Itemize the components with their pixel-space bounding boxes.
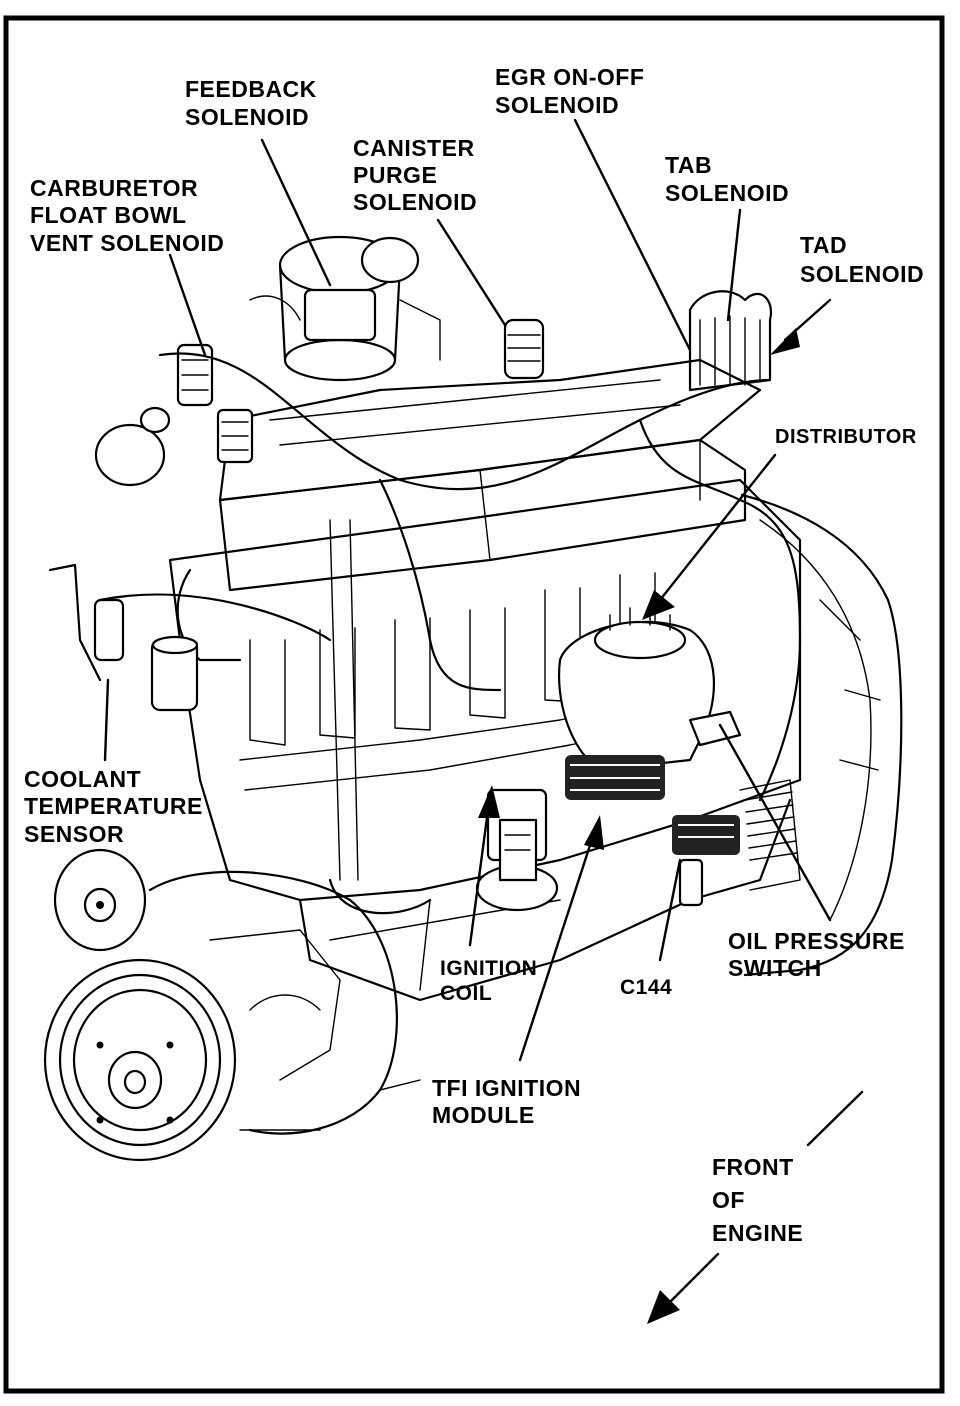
egr-solenoid-label-line2: SOLENOID <box>495 92 619 118</box>
c144-connector-part <box>672 815 740 907</box>
distributor-part <box>558 607 715 800</box>
water-pump-pulley <box>53 848 147 952</box>
distributor-arrowhead <box>642 590 675 620</box>
ignition-coil-label-line1: IGNITION <box>440 957 537 980</box>
carburetor-vent-solenoid-leader <box>168 253 207 357</box>
tab-solenoid-label-line2: SOLENOID <box>665 180 789 206</box>
label-tfi-ignition-module: TFI IGNITION MODULE <box>432 1075 581 1128</box>
coolant-sensor-label-line2: TEMPERATURE <box>24 793 203 819</box>
diagram-frame <box>3 15 945 1394</box>
label-front-of-engine: FRONT OF ENGINE <box>712 1154 803 1246</box>
coolant-sensor-label-line1: COOLANT <box>24 766 141 792</box>
oil-pressure-switch-label-line1: OIL PRESSURE <box>728 928 905 954</box>
label-distributor: DISTRIBUTOR <box>775 426 917 448</box>
engine-illustration <box>43 235 903 1162</box>
label-oil-pressure-switch: OIL PRESSURE SWITCH <box>728 928 905 981</box>
feedback-solenoid-label-line1: FEEDBACK <box>185 76 317 102</box>
ignition-coil-arrowhead <box>478 785 500 818</box>
c144-leader <box>658 858 682 962</box>
label-egr-solenoid: EGR ON-OFF SOLENOID <box>495 64 644 118</box>
ignition-coil-label-line2: COIL <box>440 982 492 1005</box>
c144-label: C144 <box>620 976 672 999</box>
feedback-solenoid-label-line2: SOLENOID <box>185 104 309 130</box>
tad-solenoid-label-line1: TAD <box>800 232 847 258</box>
egr-solenoid-label-line1: EGR ON-OFF <box>495 64 644 90</box>
label-coolant-temperature-sensor: COOLANT TEMPERATURE SENSOR <box>24 766 203 847</box>
label-c144: C144 <box>620 976 672 999</box>
tfi-module-arrowhead <box>584 815 604 850</box>
front-of-engine-label-line2: OF <box>712 1187 745 1213</box>
vent-solenoid-part <box>94 343 254 487</box>
carburetor-vent-label-line2: FLOAT BOWL <box>30 202 187 228</box>
coolant-sensor-leader <box>103 678 110 762</box>
canister-purge-label-line2: PURGE <box>353 162 437 188</box>
canister-purge-label-line1: CANISTER <box>353 135 475 161</box>
tfi-module-label-line2: MODULE <box>432 1102 535 1128</box>
distributor-label: DISTRIBUTOR <box>775 426 917 448</box>
feedback-solenoid-leader <box>260 138 332 287</box>
carburetor <box>249 235 441 382</box>
leader-lines <box>103 118 864 1324</box>
canister-purge-solenoid-leader <box>436 218 507 327</box>
label-canister-purge-solenoid: CANISTER PURGE SOLENOID <box>353 135 477 215</box>
carburetor-vent-label-line1: CARBURETOR <box>30 175 198 201</box>
front-of-engine-label-line3: ENGINE <box>712 1220 803 1246</box>
label-tab-solenoid: TAB SOLENOID <box>665 152 789 206</box>
tab-solenoid-label-line1: TAB <box>665 152 712 178</box>
oil-pressure-switch-label-line2: SWITCH <box>728 955 822 981</box>
label-tad-solenoid: TAD SOLENOID <box>800 232 924 287</box>
oil-pressure-switch-leader <box>718 723 832 922</box>
tab-solenoid-leader <box>726 208 742 322</box>
label-carburetor-vent-solenoid: CARBURETOR FLOAT BOWL VENT SOLENOID <box>30 175 224 256</box>
canister-purge-solenoid-part <box>503 318 545 380</box>
ignition-coil-leader <box>468 793 492 947</box>
front-of-engine-leader-upper <box>806 1090 864 1147</box>
label-ignition-coil: IGNITION COIL <box>440 957 537 1005</box>
tfi-module-label-line1: TFI IGNITION <box>432 1075 581 1101</box>
crank-pulley <box>43 958 237 1162</box>
label-feedback-solenoid: FEEDBACK SOLENOID <box>185 76 317 130</box>
tad-solenoid-label-line2: SOLENOID <box>800 261 924 287</box>
carburetor-vent-label-line3: VENT SOLENOID <box>30 230 224 256</box>
tfi-module-leader <box>518 828 597 1062</box>
front-of-engine-label-line1: FRONT <box>712 1154 794 1180</box>
tad-solenoid-arrowhead <box>770 328 800 355</box>
egr-solenoid-leader <box>573 118 692 352</box>
ignition-coil-part <box>475 788 559 912</box>
coolant-sensor-label-line3: SENSOR <box>24 821 124 847</box>
tab-tad-solenoid-cluster <box>688 290 773 392</box>
canister-purge-label-line3: SOLENOID <box>353 189 477 215</box>
distributor-leader <box>658 453 777 602</box>
front-of-engine-arrowhead <box>647 1290 680 1324</box>
